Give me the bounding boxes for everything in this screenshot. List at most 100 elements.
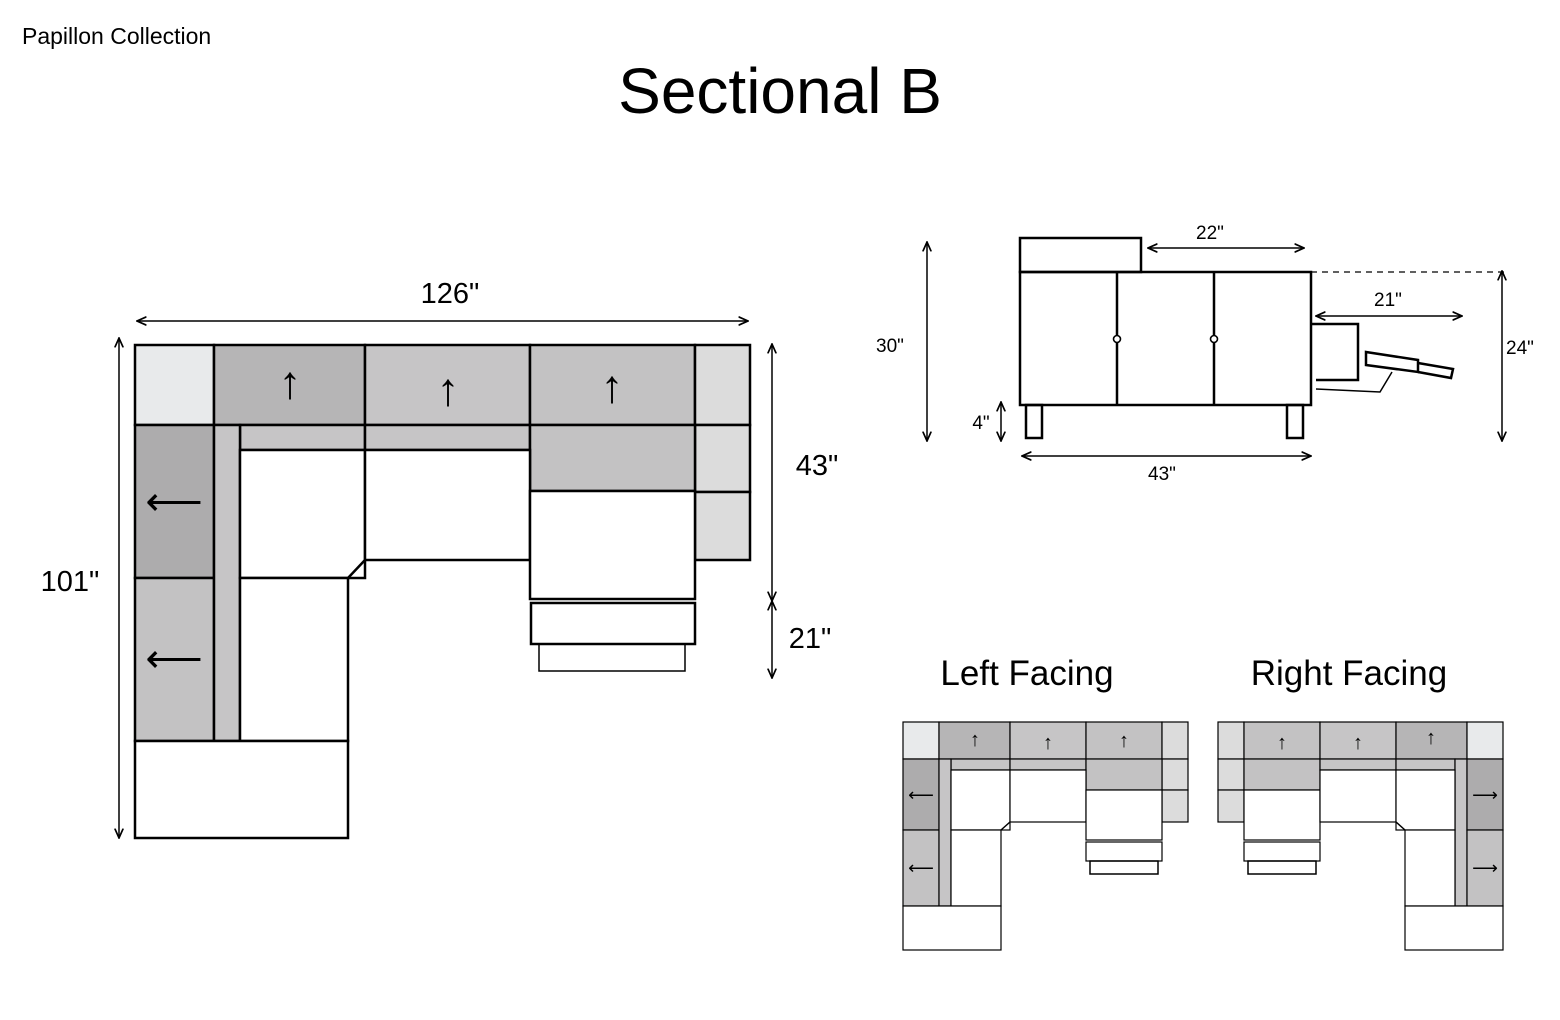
- height-label: 30": [876, 336, 904, 357]
- sofa-part: [1085, 758, 1163, 791]
- seat-area-left-mid: [238, 576, 350, 743]
- direction-arrow-icon: ⟶: [1472, 858, 1498, 878]
- sofa-part: [1217, 721, 1245, 760]
- direction-arrow-icon: ↑: [1119, 730, 1129, 752]
- recline-button: [1209, 334, 1219, 344]
- sofa-body: [1018, 270, 1313, 407]
- sofa-part: [902, 905, 1002, 951]
- sofa-part: [1085, 721, 1163, 760]
- seat-strip-2: [363, 423, 532, 452]
- sofa-part: [1217, 758, 1245, 791]
- sofa-part: [902, 721, 940, 760]
- recliner-footrest-top: [528, 489, 697, 601]
- top-view-plan: ↑ ↑ ↑ ⟵ ⟵ 126" 101" 43" 21": [41, 278, 839, 840]
- sofa-part: [1466, 721, 1504, 760]
- direction-arrow-icon: ↑: [1043, 732, 1053, 754]
- recline-label: 21": [1374, 290, 1402, 311]
- direction-arrow-icon: ⟵: [908, 858, 934, 878]
- sofa-part: [1243, 841, 1321, 862]
- sofa-part: [1161, 789, 1189, 823]
- sofa-part: [950, 758, 1011, 771]
- direction-arrow-up: ↑: [279, 356, 302, 408]
- page-title: Sectional B: [618, 55, 942, 127]
- direction-arrow-icon: ⟵: [908, 785, 934, 805]
- sofa-part: [1404, 829, 1456, 907]
- right-arm-low: [693, 490, 752, 562]
- leg-height-label: 4": [972, 413, 989, 434]
- seat-area-middle: [363, 448, 532, 562]
- left-strip: [212, 423, 242, 743]
- sofa-part: [1319, 769, 1397, 823]
- depth-label: 43": [1148, 464, 1176, 485]
- sofa-part: [1085, 841, 1163, 862]
- sofa-part: [950, 829, 1002, 907]
- sofa-part: [1009, 721, 1087, 760]
- sofa-part: [1089, 860, 1159, 875]
- sofa-part: [1243, 758, 1321, 791]
- footrest-extended: [529, 601, 697, 646]
- right-arm-top: [693, 343, 752, 427]
- footrest-label: 21": [789, 623, 832, 655]
- left-back-2: [133, 576, 216, 743]
- direction-arrow-up: ↑: [437, 363, 460, 415]
- sofa-part: [1000, 821, 1011, 831]
- sofa-part: [1466, 829, 1504, 907]
- width-label: 126": [421, 278, 480, 310]
- direction-arrow-icon: ↑: [1426, 727, 1436, 749]
- sofa-part: [1404, 905, 1504, 951]
- chaise-end: [133, 739, 350, 840]
- seat-area-left-top: [238, 448, 367, 580]
- corner-seat: [133, 343, 216, 427]
- sofa-part: [950, 769, 1011, 831]
- sofa-part: [1315, 371, 1393, 393]
- sofa-part: [1395, 758, 1456, 771]
- direction-arrow-icon: ↑: [1353, 732, 1363, 754]
- sofa-part: [1085, 789, 1163, 841]
- depth-label: 101": [41, 566, 100, 598]
- right-facing-label: Right Facing: [1251, 654, 1447, 693]
- footrest-pad: [538, 643, 686, 672]
- direction-arrow-left: ⟵: [145, 480, 202, 524]
- sofa-part: [1243, 721, 1321, 760]
- sofa-part: [1009, 769, 1087, 823]
- back-depth-label: 22": [1196, 223, 1224, 244]
- sofa-part: [1161, 721, 1189, 760]
- footrest-panel: [1364, 350, 1420, 374]
- footrest-mechanism: [1311, 322, 1360, 382]
- sofa-part: [1319, 758, 1397, 771]
- seat-strip-1: [238, 423, 367, 452]
- recliner-seat: [528, 423, 697, 493]
- side-view: 30" 22" 21" 24" 4" 43": [876, 223, 1534, 485]
- direction-arrow-icon: ⟶: [1472, 785, 1498, 805]
- sofa-part: [1243, 789, 1321, 841]
- sofa-part: [1454, 758, 1468, 907]
- direction-arrow-icon: ↑: [1277, 732, 1287, 754]
- sofa-part: [1217, 789, 1245, 823]
- corner-chamfer: [347, 559, 366, 579]
- sofa-part: [1009, 758, 1087, 771]
- sofa-part: [1395, 821, 1406, 831]
- right-arm-mid: [693, 423, 752, 494]
- left-facing-label: Left Facing: [940, 654, 1113, 693]
- sofa-part: [1161, 758, 1189, 791]
- sofa-part: [902, 829, 940, 907]
- sofa-part: [1417, 361, 1455, 380]
- leg-left: [1024, 403, 1044, 440]
- collection-name: Papillon Collection: [22, 23, 212, 49]
- sofa-part: [902, 758, 940, 831]
- seat-depth-label: 43": [796, 450, 839, 482]
- direction-arrow-icon: ↑: [970, 729, 980, 751]
- direction-arrow-left: ⟵: [145, 637, 202, 681]
- right-facing-diagram: ↑ ↑ ↑ ⟶ ⟶: [1217, 721, 1504, 951]
- seat-height-label: 24": [1506, 338, 1534, 359]
- leg-right: [1285, 403, 1305, 440]
- sofa-part: [1466, 758, 1504, 831]
- sofa-part: [1247, 860, 1317, 875]
- sofa-part: [1395, 769, 1456, 831]
- direction-arrow-up: ↑: [601, 360, 624, 412]
- backrest: [1018, 236, 1143, 274]
- sofa-part: [938, 758, 952, 907]
- left-facing-diagram: ↑ ↑ ↑ ⟵ ⟵: [902, 721, 1189, 951]
- recline-button: [1112, 334, 1122, 344]
